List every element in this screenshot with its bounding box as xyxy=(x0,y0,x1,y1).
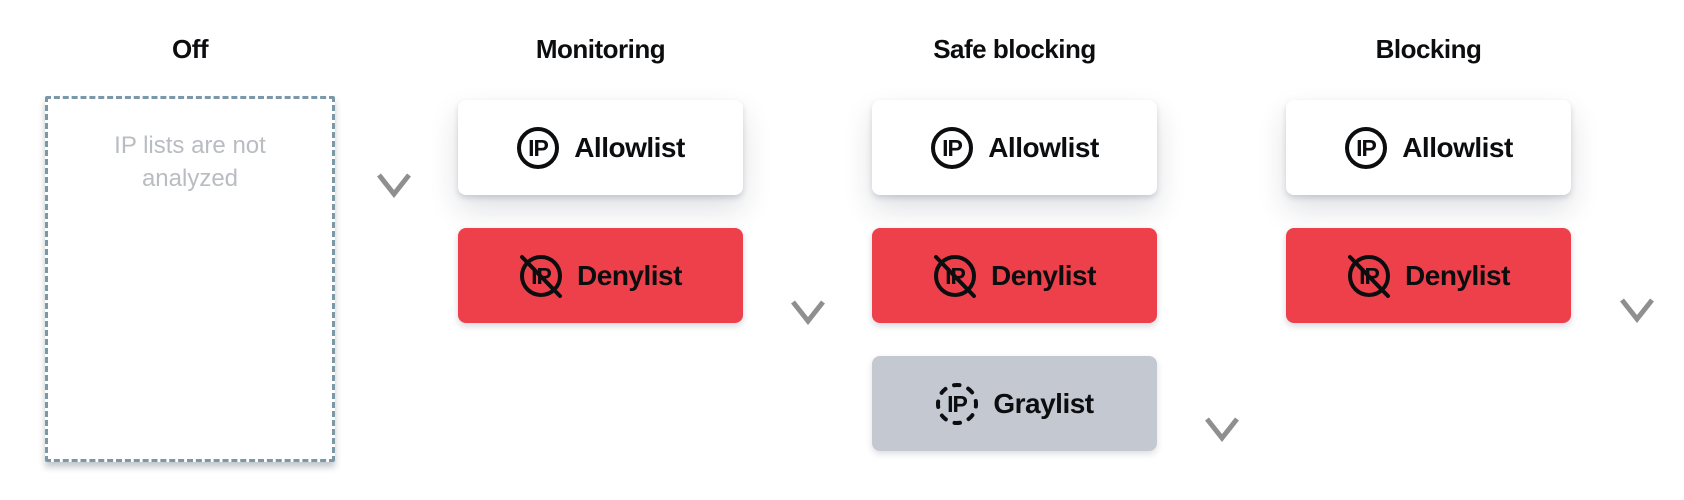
flow-arrow-2 xyxy=(791,92,825,325)
monitoring-denylist-card: IP Denylist xyxy=(458,228,743,323)
card-label: Allowlist xyxy=(1402,131,1513,163)
ip-circle-icon: IP xyxy=(1345,126,1388,169)
off-empty-box-text: IP lists are not analyzed xyxy=(114,132,266,192)
card-label: Denylist xyxy=(991,259,1096,291)
blocking-denylist-card: IP Denylist xyxy=(1286,228,1571,323)
off-empty-box: IP lists are not analyzed xyxy=(45,96,335,462)
card-label: Graylist xyxy=(993,387,1094,419)
safe-blocking-denylist-card: IP Denylist xyxy=(872,228,1157,323)
svg-text:IP: IP xyxy=(947,391,967,417)
ip-dashed-circle-icon: IP xyxy=(936,382,979,425)
column-title-blocking: Blocking xyxy=(1375,34,1482,64)
svg-text:IP: IP xyxy=(528,135,548,161)
safe-blocking-allowlist-card: IP Allowlist xyxy=(872,100,1157,195)
flow-arrow-3 xyxy=(1205,92,1239,442)
svg-text:IP: IP xyxy=(1356,135,1376,161)
card-label: Denylist xyxy=(1405,259,1510,291)
column-title-off: Off xyxy=(171,34,209,64)
ip-circle-icon: IP xyxy=(931,126,974,169)
safe-blocking-graylist-card: IP Graylist xyxy=(872,356,1157,451)
ip-blocked-icon: IP xyxy=(520,254,563,298)
card-label: Denylist xyxy=(577,259,682,291)
ip-blocked-icon: IP xyxy=(1348,254,1391,298)
card-label: Allowlist xyxy=(988,131,1099,163)
column-title-safe-blocking: Safe blocking xyxy=(933,34,1096,64)
card-label: Allowlist xyxy=(574,131,685,163)
flow-arrow-4 xyxy=(1620,92,1654,323)
monitoring-allowlist-card: IP Allowlist xyxy=(458,100,743,195)
svg-text:IP: IP xyxy=(942,135,962,161)
column-title-monitoring: Monitoring xyxy=(535,34,666,64)
ip-blocked-icon: IP xyxy=(934,254,977,298)
ip-circle-icon: IP xyxy=(517,126,560,169)
blocking-allowlist-card: IP Allowlist xyxy=(1286,100,1571,195)
flow-arrow-1 xyxy=(377,92,411,198)
